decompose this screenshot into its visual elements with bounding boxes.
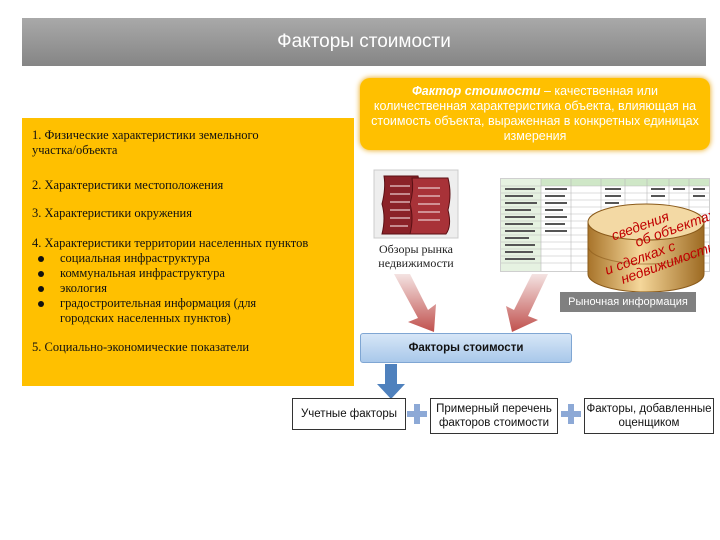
factors-list-panel: 1. Физические характеристики земельного … <box>22 118 354 386</box>
arrow-icon <box>394 274 436 332</box>
definition-term: Фактор стоимости <box>412 84 541 98</box>
factor-subitem: коммунальная инфраструктура <box>38 266 350 281</box>
plus-icon <box>561 404 581 424</box>
bullet-icon <box>38 286 44 292</box>
database-cylinder-icon: сведения об объектах и сделках с недвижи… <box>587 203 710 293</box>
factor-item-2: 2. Характеристики местоположения <box>32 178 224 192</box>
page-title: Факторы стоимости <box>22 18 706 66</box>
definition-callout: Фактор стоимости – качественная или коли… <box>360 78 710 150</box>
arrow-icon <box>506 274 548 332</box>
factor-item-3: 3. Характеристики окружения <box>32 206 192 220</box>
plus-icon <box>407 404 427 424</box>
market-info-label: Рыночная информация <box>560 292 696 312</box>
approx-list-box: Примерный перечень факторов стоимости <box>430 398 558 434</box>
factor-item-5: 5. Социально-экономические показатели <box>32 340 250 354</box>
factors-node: Факторы стоимости <box>360 333 572 363</box>
factor-subitem: градостроительная информация (для городс… <box>38 296 310 326</box>
factor-subitem: экология <box>38 281 350 296</box>
down-arrow-icon <box>377 364 405 399</box>
bullet-icon <box>38 271 44 277</box>
market-reviews-label: Обзоры рынка недвижимости <box>378 242 454 270</box>
appraiser-factors-box: Факторы, добавленные оценщиком <box>584 398 714 434</box>
factor-subitem: социальная инфраструктура <box>38 251 350 266</box>
documents-icon <box>373 169 459 239</box>
bullet-icon <box>38 256 44 262</box>
bullet-icon <box>38 301 44 307</box>
definition-text: – качественная или количественная характ… <box>371 84 699 143</box>
factor-item-1: 1. Физические характеристики земельного … <box>32 128 259 157</box>
factor-item-4: 4. Характеристики территории населенных … <box>32 236 309 250</box>
converging-arrows <box>394 274 548 332</box>
accounting-factors-box: Учетные факторы <box>292 398 406 430</box>
